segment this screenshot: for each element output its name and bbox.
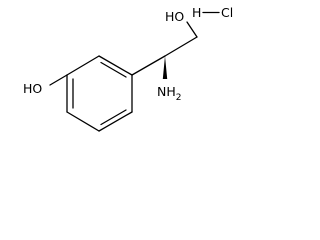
ring-bond — [66, 111, 100, 132]
stereocenter-to-ch2-bond — [164, 36, 198, 57]
ring-to-stereocenter-bond — [131, 55, 166, 76]
benzene-ring — [66, 55, 133, 132]
amine-label: NH2 — [157, 84, 181, 103]
ring-bond — [98, 111, 133, 132]
amine-subscript: 2 — [176, 93, 182, 103]
phenol-bond — [49, 74, 68, 86]
ring-double-bond — [100, 61, 127, 78]
ch2-to-hydroxyl-bond — [186, 21, 198, 38]
ring-bond — [66, 55, 100, 76]
amine-symbol: NH — [157, 84, 176, 99]
hydrogen-label: H — [192, 5, 201, 20]
wedge-bond — [162, 56, 168, 79]
structure-diagram: HO HO NH2 H Cl — [23, 5, 233, 132]
phenol-oxygen-label: HO — [23, 81, 42, 96]
ring-double-bond — [100, 109, 127, 126]
ring-bond — [98, 55, 133, 76]
chlorine-label: Cl — [221, 5, 233, 20]
alcohol-oxygen-label: HO — [165, 9, 184, 24]
